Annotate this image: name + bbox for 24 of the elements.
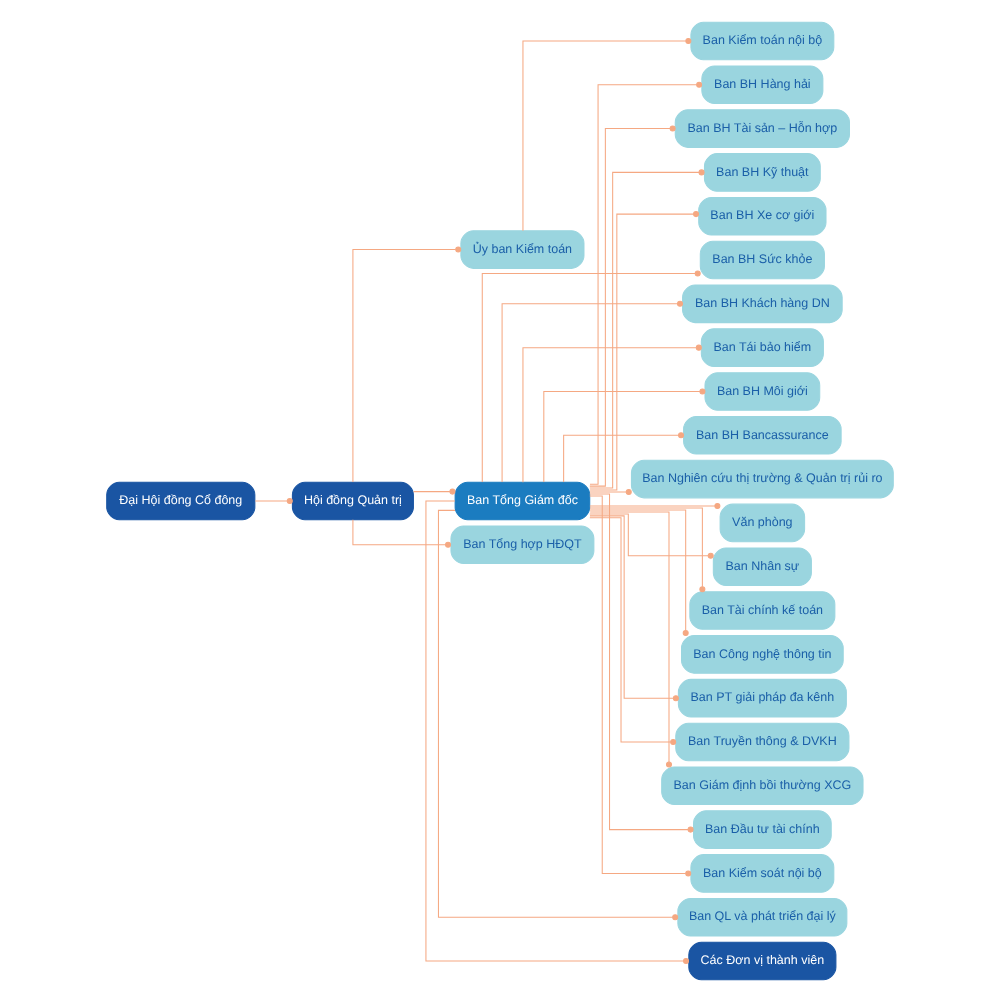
connector	[589, 508, 689, 635]
connector	[501, 299, 684, 482]
connector	[589, 506, 706, 592]
connector	[254, 497, 293, 503]
connector	[352, 245, 462, 482]
connector	[589, 502, 721, 509]
connector	[589, 210, 700, 490]
connector	[352, 518, 452, 547]
connector	[589, 512, 714, 558]
connector	[589, 510, 672, 767]
connector	[437, 508, 679, 920]
connector	[589, 80, 703, 484]
connector	[543, 387, 706, 482]
connector	[425, 499, 690, 964]
connector	[589, 487, 632, 494]
connector	[589, 124, 676, 486]
connector	[413, 487, 456, 494]
connector	[481, 269, 701, 482]
connector	[563, 431, 685, 482]
connector	[589, 516, 677, 744]
connector	[589, 168, 705, 488]
connector	[522, 343, 702, 482]
connector	[589, 514, 679, 701]
connector	[522, 36, 692, 231]
